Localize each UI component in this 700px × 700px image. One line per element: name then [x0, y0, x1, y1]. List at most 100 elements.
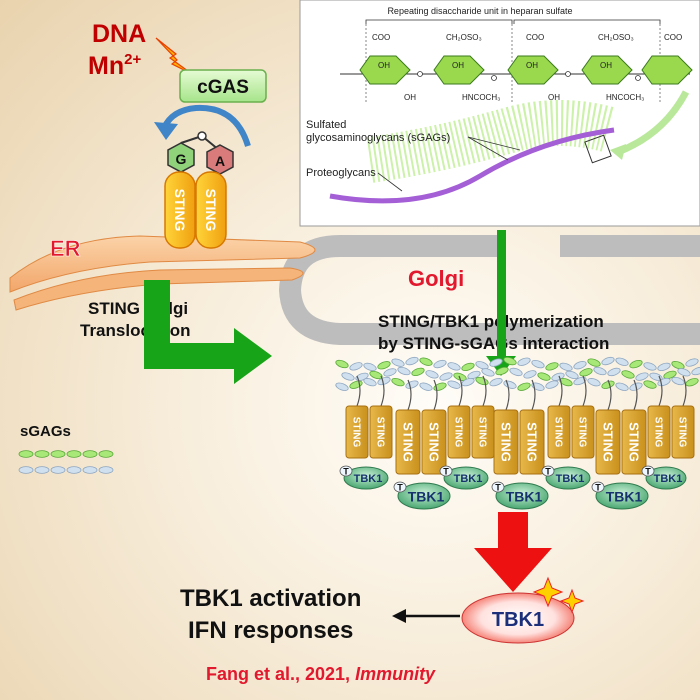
legend-sgag-green: [34, 450, 50, 458]
tbk1-polymer-label: TBK1: [654, 473, 683, 485]
sgag-unit: [635, 372, 649, 381]
proteoglycans-label: Proteoglycans: [306, 167, 376, 179]
sting-polymer-unit: [447, 405, 471, 459]
proteoglycan-core: [329, 127, 615, 204]
legend-sgag-blue: [82, 466, 98, 474]
sgag-unit: [691, 366, 700, 376]
sgag-unit: [573, 376, 587, 386]
sting-polymer-label: STING: [600, 422, 615, 462]
sgag-unit: [537, 372, 551, 381]
sgag-unit: [523, 370, 537, 379]
sting-polymer-unit: [647, 405, 671, 459]
sgag-unit: [383, 368, 397, 377]
sting-anchor-loop: [633, 379, 638, 411]
tbk1-polymer-label: TBK1: [454, 473, 483, 485]
sgag-unit: [425, 370, 439, 379]
sting-polymer-label: STING: [453, 417, 464, 448]
tbk1-t-label: T: [343, 467, 349, 477]
sgag-unit: [335, 382, 349, 391]
sgag-unit: [419, 357, 433, 366]
inset-down-arrow: [497, 230, 506, 358]
legend-sgag-green: [50, 450, 66, 458]
legend-sgag-green: [18, 450, 34, 458]
sgag-unit: [363, 362, 377, 372]
sgag-unit: [475, 376, 489, 386]
tbk1-polymer-label: TBK1: [408, 488, 445, 504]
heparan-sulfate-inset: Repeating disaccharide unit in heparan s…: [299, 0, 700, 227]
tbk1-t-label: T: [397, 483, 403, 493]
sting-anchor-loop: [505, 379, 510, 411]
sparkle-icon: [532, 576, 585, 614]
sgag-unit: [509, 367, 523, 377]
sgag-unit: [677, 368, 691, 377]
sgag-unit: [685, 358, 699, 367]
sgag-unit: [419, 382, 433, 391]
sting-anchor-loop: [582, 375, 587, 407]
translocation-arrow: [144, 280, 272, 384]
sgag-unit: [377, 376, 391, 386]
sting-monomer-left: [164, 171, 196, 249]
sgag-unit: [391, 377, 405, 387]
sugar-ring-4: [581, 55, 633, 85]
sugar-ring-5: [641, 55, 693, 85]
ch2oso3-label-2: CH₂OSO₃: [598, 33, 634, 42]
polymerization-line2: by STING-sGAGs interaction: [378, 334, 609, 353]
cgamp-a-label: A: [215, 153, 225, 169]
sgag-inset-label-2: glycosaminoglycans (sGAGs): [306, 132, 450, 144]
synthesis-curved-arrow: [161, 104, 251, 147]
legend-sgag-blue: [98, 466, 114, 474]
sting-anchor-loop: [558, 375, 563, 407]
translocation-line1: STING Golgi: [88, 299, 188, 318]
coo-label-2: COO: [526, 33, 544, 42]
tbk1-t-label: T: [595, 483, 601, 493]
tbk1-polymer-unit: [495, 482, 549, 510]
sgag-unit: [495, 366, 509, 376]
cgas-label: cGAS: [197, 77, 249, 98]
sgag-unit: [615, 382, 629, 391]
sgag-unit: [377, 361, 391, 370]
oh-label-4: OH: [600, 61, 612, 70]
tbk1-polymer-unit: [343, 466, 389, 490]
tbk1-t-bubble: [439, 465, 453, 477]
tbk1-polymer-unit: [645, 466, 687, 490]
sgag-unit: [467, 370, 481, 380]
sgag-unit: [643, 362, 657, 371]
sgag-unit: [663, 370, 677, 380]
activated-tbk1: [461, 592, 575, 644]
lightning-bolt-icon: [155, 37, 193, 75]
sgag-unit: [579, 368, 593, 377]
tbk1-polymer-label: TBK1: [556, 473, 585, 485]
hncoch3-label-1: HNCOCH₃: [462, 93, 500, 102]
sgag-unit: [573, 361, 587, 370]
sting-polymer-label: STING: [553, 417, 564, 448]
sgag-unit: [601, 380, 615, 389]
sting-polymer-unit: [621, 409, 647, 475]
zoom-arrow: [616, 90, 690, 156]
sgag-chain: [366, 100, 617, 183]
sting-polymer-unit: [395, 409, 421, 475]
activated-tbk1-label: TBK1: [492, 609, 544, 631]
inset-title: Repeating disaccharide unit in heparan s…: [387, 6, 572, 16]
sgag-unit: [433, 359, 447, 369]
sting-anchor-loop: [433, 379, 438, 411]
sting-label-left: STING: [172, 189, 188, 232]
sting-polymer-unit: [595, 409, 621, 475]
sting-anchor-loop: [458, 375, 463, 407]
sting-polymer-label: STING: [426, 422, 441, 462]
tbk1-t-bubble: [491, 481, 505, 493]
sgag-unit: [621, 370, 635, 379]
sgag-unit: [587, 358, 601, 367]
sgag-unit: [545, 380, 559, 389]
sting-polymer-unit: [571, 405, 595, 459]
sgag-unit: [643, 380, 657, 389]
sgag-unit: [685, 378, 699, 387]
sgag-polymer-strip: [335, 356, 700, 391]
tbk1-t-label: T: [495, 483, 501, 493]
tbk1-t-bubble: [339, 465, 353, 477]
sgag-unit: [517, 382, 531, 391]
sgag-unit: [363, 378, 377, 387]
cgas-box: [179, 69, 267, 103]
tbk1-t-bubble: [393, 481, 407, 493]
polymerization-line1: STING/TBK1 polymerization: [378, 312, 604, 331]
